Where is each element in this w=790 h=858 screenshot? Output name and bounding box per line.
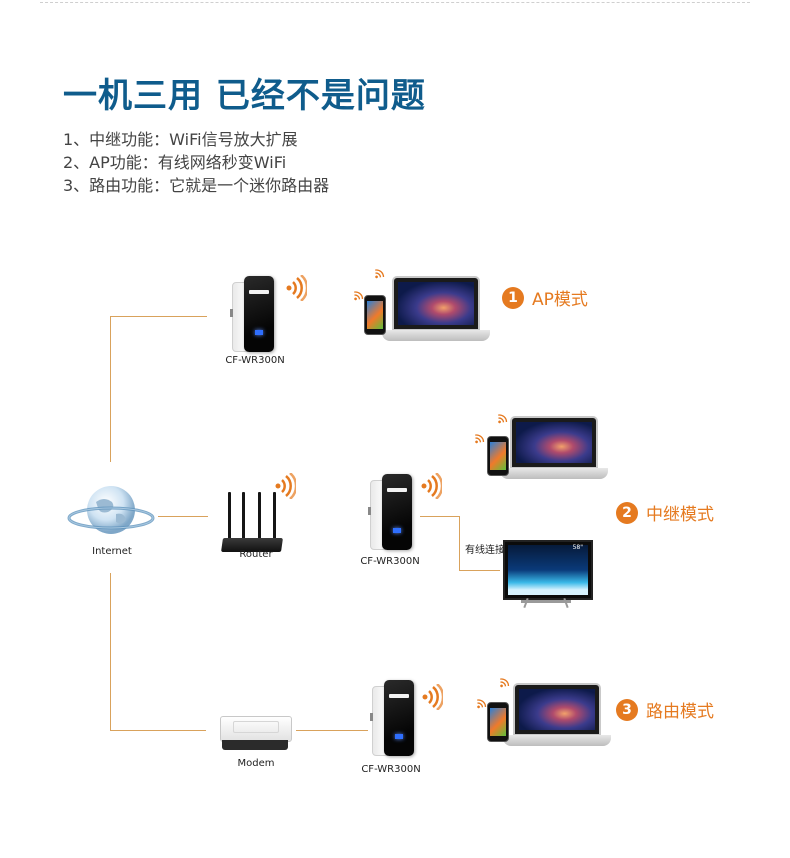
mode-router: 3 路由模式 [616, 697, 714, 722]
wired-connection-label: 有线连接 [465, 545, 505, 556]
wifi-signal-icon [475, 434, 485, 444]
connector-line [459, 570, 500, 571]
connector-line [420, 516, 460, 517]
phone-image [364, 295, 386, 335]
phone-image [487, 436, 509, 476]
mode-repeater: 2 中继模式 [616, 500, 714, 525]
connector-line [110, 316, 207, 317]
internet-label: Internet [92, 546, 132, 557]
wifi-signal-icon [286, 275, 307, 301]
router-label: Router [239, 549, 273, 560]
device-model-label: CF-WR300N [361, 764, 421, 775]
connector-line [110, 730, 206, 731]
connector-line [110, 316, 111, 462]
wifi-signal-icon [422, 684, 443, 710]
tv-image: 58" [503, 540, 593, 612]
mode-ap: 1 AP模式 [502, 285, 588, 310]
wifi-signal-icon [498, 414, 508, 424]
phone-image [487, 702, 509, 742]
feature-list: 1、中继功能：WiFi信号放大扩展 2、AP功能：有线网络秒变WiFi 3、路由… [63, 128, 329, 197]
mode-number-badge: 1 [502, 286, 524, 309]
wifi-signal-icon [421, 473, 442, 499]
connector-line [459, 516, 460, 571]
laptop-image [382, 276, 490, 341]
top-divider [40, 2, 750, 3]
connector-line [158, 516, 208, 517]
device-model-label: CF-WR300N [360, 556, 420, 567]
mode-number-badge: 2 [616, 501, 638, 524]
wifi-signal-icon [275, 473, 296, 499]
device-model-label: CF-WR300N [225, 355, 285, 366]
wifi-signal-icon [354, 291, 364, 301]
feature-item: 3、路由功能：它就是一个迷你路由器 [63, 176, 330, 195]
laptop-image [503, 683, 611, 746]
feature-item: 2、AP功能：有线网络秒变WiFi [63, 153, 287, 172]
wifi-signal-icon [375, 269, 385, 279]
mode-number-badge: 3 [616, 698, 638, 721]
connector-line [296, 730, 368, 731]
router-image [221, 486, 283, 552]
tv-size-label: 58" [572, 544, 583, 551]
wifi-signal-icon [477, 699, 487, 709]
page-title: 一机三用 已经不是问题 [63, 76, 426, 116]
laptop-image [500, 416, 608, 479]
mode-label: AP模式 [532, 290, 588, 310]
connector-line [110, 573, 111, 731]
modem-body [220, 716, 292, 750]
modem-label: Modem [237, 758, 275, 769]
repeater-device-image [368, 474, 412, 550]
feature-item: 1、中继功能：WiFi信号放大扩展 [63, 130, 298, 149]
internet-globe-icon [67, 486, 155, 534]
repeater-device-image [230, 276, 274, 352]
mode-label: 中继模式 [646, 505, 714, 525]
mode-label: 路由模式 [646, 702, 714, 722]
wifi-signal-icon [500, 678, 510, 688]
repeater-device-image [370, 680, 414, 756]
